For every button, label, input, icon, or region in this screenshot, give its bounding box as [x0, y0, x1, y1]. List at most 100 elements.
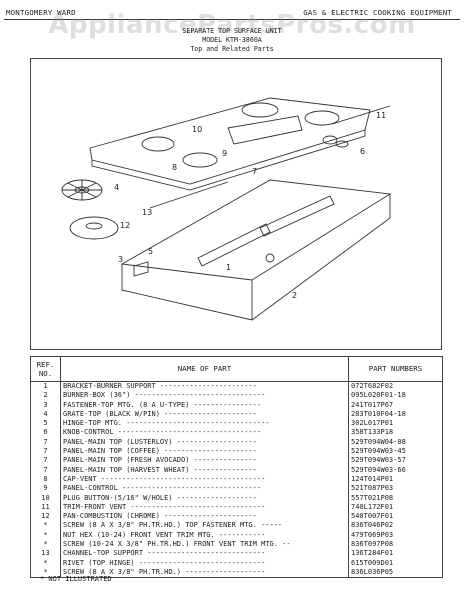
- part-name: KNOB-CONTROL ---------------------------…: [60, 428, 349, 438]
- part-number: 836T046P02: [348, 521, 443, 531]
- svg-text:7: 7: [252, 167, 257, 176]
- part-name: BRACKET-BURNER SUPPORT -----------------…: [60, 381, 349, 392]
- part-name: CAP-VENT -------------------------------…: [60, 474, 349, 485]
- part-name: PANEL-MAIN TOP (HARVEST WHEAT) ---------…: [60, 465, 349, 475]
- part-name: RIVET (TOP HINGE) ----------------------…: [60, 558, 349, 568]
- callout-labels: 11 10 9 8 7 6 4 13 12 5 3 1 2: [114, 111, 386, 300]
- svg-text:10: 10: [192, 125, 202, 134]
- ref-number: 6: [30, 428, 61, 438]
- part-number: 302L017P01: [348, 419, 443, 429]
- part-name: PANEL-MAIN TOP (COFFEE) ----------------…: [60, 447, 349, 457]
- svg-text:5: 5: [148, 247, 153, 256]
- part-name: NUT HEX (10-24) FRONT VENT TRIM MTG. ---…: [60, 530, 349, 541]
- svg-text:12: 12: [120, 221, 130, 230]
- model-number: MODEL KTM-3860A: [202, 36, 262, 44]
- svg-text:9: 9: [222, 149, 227, 158]
- part-name: GRATE-TOP (BLACK W/PIN) ----------------…: [60, 409, 349, 420]
- diagram-subtitle: Top and Related Parts: [190, 45, 274, 53]
- ref-number: 1: [30, 381, 61, 392]
- ref-number: *: [30, 540, 61, 550]
- table-row: *SCREW (8 A X 3/8" PH.TR.HD.) ----------…: [30, 567, 443, 579]
- part-name: SCREW (10-24 X 3/8" PH.TR.HD.) FRONT VEN…: [60, 540, 349, 550]
- brand-header: MONTGOMERY WARD: [6, 8, 76, 17]
- part-number: 095L020F01-18: [348, 391, 443, 401]
- part-number: 072T682F02: [348, 381, 443, 392]
- ref-number: *: [30, 530, 61, 541]
- svg-text:4: 4: [114, 183, 119, 192]
- table-row: *SCREW (8 A X 3/8" PH.TR.HD.) TOP FASTEN…: [30, 521, 443, 531]
- part-number: 521T087P03: [348, 484, 443, 494]
- exploded-parts-diagram: 11 10 9 8 7 6 4 13 12 5 3 1 2: [61, 97, 392, 321]
- header-rule: [4, 19, 460, 20]
- burner-box-drawing: [120, 179, 392, 321]
- ref-number: 10: [30, 493, 61, 503]
- part-name: FASTENER-TOP MTG. (8 A U-TYPE) ---------…: [60, 400, 349, 410]
- part-number: 124T014P01: [348, 474, 443, 485]
- part-number: 540T007F01: [348, 512, 443, 522]
- watermark: AppliancePartsPros.com: [48, 10, 416, 40]
- svg-text:11: 11: [376, 111, 386, 120]
- parts-table-header: REF.NO. NAME OF PART PART NUMBERS: [30, 356, 443, 382]
- svg-text:13: 13: [142, 208, 152, 217]
- part-name: BURNER-BOX (36") -----------------------…: [60, 391, 349, 401]
- svg-text:8: 8: [172, 163, 177, 172]
- part-number: 529T094W03-57: [348, 456, 443, 466]
- diagram-frame: [30, 58, 442, 350]
- ref-number: 7: [30, 447, 61, 457]
- table-row: *SCREW (10-24 X 3/8" PH.TR.HD.) FRONT VE…: [30, 540, 443, 550]
- diagram-title: SEPARATE TOP SURFACE UNIT: [182, 27, 282, 35]
- part-number: 529T094W03-66: [348, 465, 443, 475]
- svg-text:3: 3: [118, 255, 123, 264]
- ref-number: 9: [30, 484, 61, 494]
- ref-number: 3: [30, 400, 61, 410]
- top-panel-drawing: [89, 97, 391, 191]
- table-row: *RIVET (TOP HINGE) ---------------------…: [30, 558, 443, 568]
- svg-text:6: 6: [360, 147, 365, 156]
- ref-number: 5: [30, 419, 61, 429]
- category-header: GAS & ELECTRIC COOKING EQUIPMENT: [303, 8, 452, 17]
- part-name: PLUG BUTTON-(5/16" W/HOLE) -------------…: [60, 493, 349, 503]
- svg-text:1: 1: [226, 263, 231, 272]
- ref-number: 8: [30, 474, 61, 485]
- ref-number: 7: [30, 465, 61, 475]
- part-number: 529T094W04-08: [348, 437, 443, 448]
- part-name: TRIM-FRONT VENT ------------------------…: [60, 502, 349, 513]
- part-number: 740L172F01: [348, 502, 443, 513]
- ref-number: *: [30, 558, 61, 568]
- part-name: PANEL-MAIN TOP (FRESH AVOCADO) ---------…: [60, 456, 349, 466]
- part-name: PANEL-CONTROL --------------------------…: [60, 484, 349, 494]
- part-number: 615T009D01: [348, 558, 443, 568]
- ref-number: 13: [30, 549, 61, 559]
- ref-number: 4: [30, 409, 61, 420]
- ref-number: 11: [30, 502, 61, 513]
- part-name-header: NAME OF PART: [60, 356, 349, 382]
- part-number: 241T017P67: [348, 400, 443, 410]
- ref-number: *: [30, 521, 61, 531]
- ref-number: 12: [30, 512, 61, 522]
- part-number: 836T097P08: [348, 540, 443, 550]
- not-illustrated-note: * NOT ILLUSTRATED: [40, 575, 112, 583]
- part-number-header: PART NUMBERS: [348, 356, 443, 382]
- part-number: 136T284F01: [348, 549, 443, 559]
- ref-no-header: REF.NO.: [30, 356, 61, 382]
- grate-and-pan-drawing: [61, 179, 229, 240]
- table-row: *NUT HEX (10-24) FRONT VENT TRIM MTG. --…: [30, 530, 443, 541]
- part-number: 557T021P08: [348, 493, 443, 503]
- part-name: HINGE-TOP MTG. -------------------------…: [60, 419, 349, 429]
- ref-number: 7: [30, 456, 61, 466]
